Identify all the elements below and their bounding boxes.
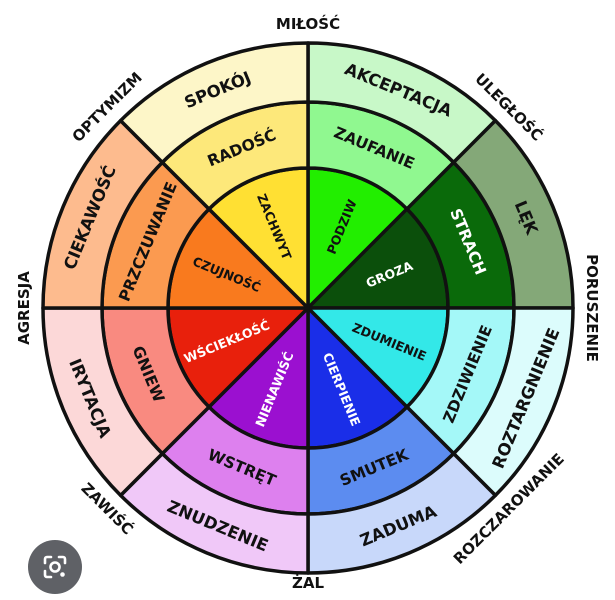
dyad-label: AGRESJA xyxy=(15,271,33,345)
dyad-label: MIŁOŚĆ xyxy=(276,14,340,33)
dyad-label: ŻAL xyxy=(292,573,324,592)
dyad-label: PORUSZENIE xyxy=(583,254,601,362)
google-lens-icon xyxy=(43,555,67,579)
segment-outer-7 xyxy=(118,41,310,165)
google-lens-button[interactable] xyxy=(28,540,82,594)
